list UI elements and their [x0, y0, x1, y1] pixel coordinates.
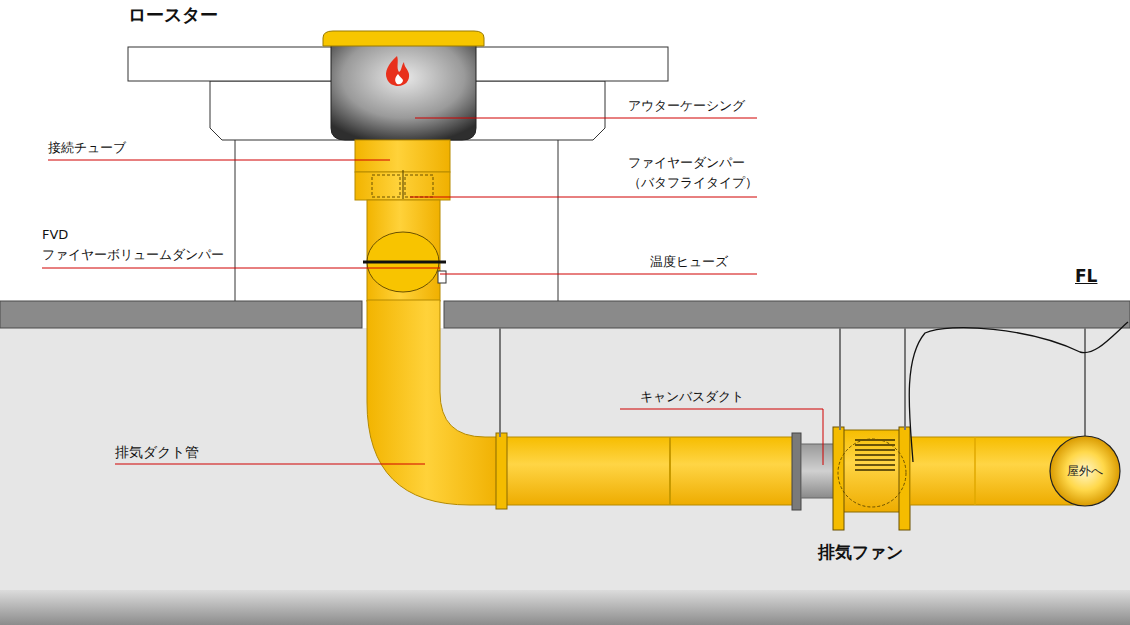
- outer-casing: [331, 44, 476, 140]
- part-label: FVD ファイヤーボリュームダンパー: [42, 225, 224, 265]
- butterfly-damper: [372, 175, 400, 197]
- louver-line: [855, 459, 895, 461]
- part-label: 排気ファン: [818, 542, 903, 562]
- exhaust-duct-elbow: [367, 300, 500, 505]
- counter-leg: [235, 140, 236, 301]
- damper-shaft: [403, 170, 404, 199]
- title: ロースター: [128, 3, 218, 27]
- exhaust-duct: [500, 437, 795, 505]
- hanger-rod: [904, 328, 906, 430]
- temperature-fuse: [438, 271, 446, 283]
- leader-line: [410, 197, 757, 198]
- part-label: 接続チューブ: [48, 138, 126, 158]
- bottom-band: [0, 590, 1130, 625]
- part-label: 温度ヒューズ: [650, 252, 728, 272]
- canvas-flange: [792, 433, 801, 510]
- louver-line: [855, 464, 895, 466]
- leader-line: [415, 118, 757, 119]
- leader-line: [620, 409, 823, 465]
- connection-tube: [355, 140, 450, 172]
- hanger-rod: [839, 328, 841, 430]
- part-label: FL: [1075, 266, 1097, 286]
- canvas-duct: [801, 444, 835, 498]
- fan-impeller: [838, 439, 906, 507]
- vertical-duct: [367, 200, 440, 301]
- louver-line: [855, 439, 895, 441]
- part-label: ファイヤーダンパー （バタフライタイプ）: [628, 153, 758, 193]
- leader-line: [115, 464, 425, 465]
- leader-lines: [42, 118, 823, 465]
- louver-line: [855, 454, 895, 456]
- leader-line: [440, 274, 757, 275]
- louver-line: [855, 444, 895, 446]
- outlet-circle-shape: [1050, 436, 1120, 506]
- flame-icon: [386, 56, 409, 86]
- node-text: 屋外へ: [1067, 463, 1103, 480]
- louver-line: [855, 449, 895, 451]
- hanger-rod: [1084, 328, 1086, 437]
- leader-line: [42, 268, 440, 269]
- flame-icon: [395, 74, 403, 84]
- duct-joint: [669, 437, 671, 505]
- counter-leg: [558, 140, 559, 301]
- part-label: キャンバスダクト: [640, 387, 744, 407]
- outlet-circle: 屋外へ: [1049, 435, 1121, 507]
- part-label: 排気ダクト管: [115, 442, 199, 462]
- fan-body: [840, 430, 905, 512]
- floor-slab: [0, 301, 362, 328]
- leader-line: [48, 160, 390, 161]
- fan-louvers: [855, 440, 895, 470]
- roaster-lid: [323, 31, 484, 46]
- butterfly-damper: [405, 175, 433, 197]
- duct-flange: [496, 433, 507, 509]
- duct-joint: [974, 437, 976, 505]
- fvd-shaft: [363, 261, 446, 264]
- louver-line: [855, 469, 895, 471]
- hanger-rod: [499, 328, 501, 437]
- floor-slab: [444, 301, 1130, 328]
- fan-flange: [899, 427, 910, 530]
- part-label: アウターケーシング: [628, 96, 745, 116]
- ceiling-space: [0, 328, 1130, 593]
